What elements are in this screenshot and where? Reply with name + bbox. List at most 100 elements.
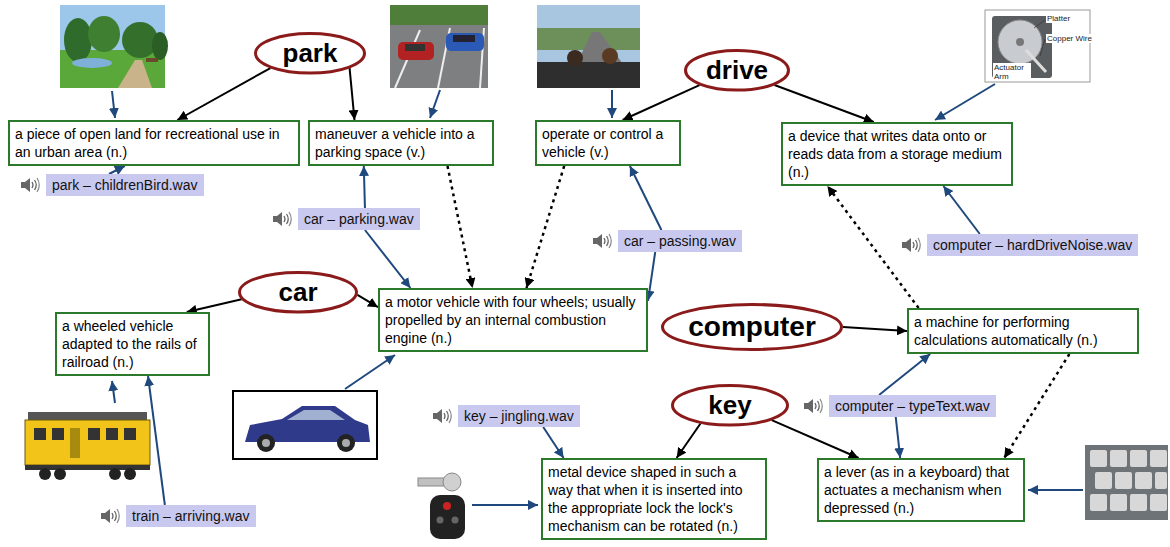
audio-arrow xyxy=(648,252,655,301)
audio-arrow xyxy=(879,354,930,395)
train-photo xyxy=(88,428,100,440)
photo-arrow xyxy=(472,504,538,506)
keyboard-photo xyxy=(1150,450,1167,467)
part-label: Copper Wire xyxy=(1046,34,1093,43)
speaker-icon xyxy=(21,178,39,192)
parking-photo xyxy=(453,35,475,42)
definition-box: a motor vehicle with four wheels; usuall… xyxy=(378,288,648,352)
word-ellipse: park xyxy=(254,32,366,75)
sense-arrow xyxy=(677,423,701,458)
train-photo xyxy=(34,428,46,440)
speaker-icon xyxy=(21,178,920,523)
audio-filename: car – parking.wav xyxy=(304,209,414,229)
definition-box: a machine for performing calculations au… xyxy=(907,308,1139,354)
driving-photo xyxy=(537,5,640,88)
audio-label: key – jingling.wav xyxy=(458,405,580,427)
train-photo xyxy=(106,428,118,440)
car-photo xyxy=(287,410,345,420)
audio-label: train – arriving.wav xyxy=(126,505,256,527)
definition-box: a wheeled vehicle adapted to the rails o… xyxy=(55,312,210,376)
word-ellipse: car xyxy=(238,271,358,314)
audio-arrow xyxy=(543,427,563,458)
definition-box: a lever (as in a keyboard) that actuates… xyxy=(817,458,1025,522)
keys-photo xyxy=(443,502,451,510)
parking-photo xyxy=(405,44,425,51)
train-photo xyxy=(70,428,80,458)
keys-photo xyxy=(437,517,444,524)
definition-box: maneuver a vehicle into a parking space … xyxy=(308,120,494,166)
parking-photo xyxy=(390,5,488,88)
photo-arrow xyxy=(430,90,440,118)
park-photo xyxy=(152,32,168,60)
keyboard-photo xyxy=(1150,494,1167,511)
audio-filename: computer – typeText.wav xyxy=(835,396,990,416)
audio-arrow xyxy=(365,230,410,288)
keyboard-photo xyxy=(1155,472,1167,489)
audio-arrow xyxy=(943,186,979,234)
keyboard-photo xyxy=(1090,494,1107,511)
relation-arrow xyxy=(827,186,918,308)
audio-label: park – childrenBird.wav xyxy=(46,174,204,196)
park-photo xyxy=(72,58,112,68)
sense-arrow xyxy=(177,68,270,120)
part-label: Platter xyxy=(1046,14,1071,23)
keyboard-photo xyxy=(1085,445,1168,520)
speaker-icon xyxy=(902,238,920,252)
keys-photo xyxy=(443,473,461,491)
word-ellipse: computer xyxy=(661,303,843,351)
keys-photo xyxy=(418,473,465,539)
word-text: computer xyxy=(688,312,816,343)
sense-arrow xyxy=(187,299,242,312)
word-text: car xyxy=(278,278,317,307)
definition-text: a motor vehicle with four wheels; usuall… xyxy=(385,293,641,347)
audio-filename: computer – hardDriveNoise.wav xyxy=(933,235,1132,255)
hard-drive-photo xyxy=(985,10,1090,82)
word-text: park xyxy=(283,39,338,68)
ellipse-outline xyxy=(256,33,365,73)
park-photo xyxy=(118,60,152,88)
train-photo xyxy=(25,412,150,480)
driving-photo xyxy=(537,5,640,88)
sense-arrow xyxy=(350,68,355,120)
definition-text: a machine for performing calculations au… xyxy=(914,313,1132,349)
speaker-icon xyxy=(101,509,119,523)
definition-text: maneuver a vehicle into a parking space … xyxy=(315,125,487,161)
photo-arrow xyxy=(1028,489,1083,491)
relation-arrow xyxy=(448,166,473,288)
sense-arrow xyxy=(774,85,873,122)
speaker-icon xyxy=(593,234,611,248)
train-photo xyxy=(52,428,64,440)
audio-filename: key – jingling.wav xyxy=(464,406,574,426)
ellipse-outline xyxy=(686,50,789,90)
train-photo xyxy=(39,468,51,480)
speaker-icon xyxy=(273,212,291,226)
park-photo xyxy=(88,16,120,52)
keyboard-photo xyxy=(1130,450,1147,467)
audio-arrow xyxy=(630,166,662,230)
car-photo xyxy=(233,391,377,459)
park-photo xyxy=(122,22,158,58)
park-photo xyxy=(64,18,92,62)
keyboard-photo xyxy=(1110,494,1127,511)
photo-arrow xyxy=(935,84,995,120)
train-photo xyxy=(124,428,136,440)
relation-arrow xyxy=(1004,354,1069,458)
definition-text: a wheeled vehicle adapted to the rails o… xyxy=(62,317,203,371)
sense-arrow xyxy=(357,295,378,307)
audio-label: car – parking.wav xyxy=(298,208,420,230)
keyboard-photo xyxy=(1115,472,1132,489)
audio-label: car – passing.wav xyxy=(618,230,742,252)
keyboard-photo xyxy=(1135,472,1152,489)
audio-label: computer – hardDriveNoise.wav xyxy=(927,234,1138,256)
driving-photo xyxy=(602,48,618,64)
keyboard-photo xyxy=(1090,450,1107,467)
keyboard-photo xyxy=(1130,494,1147,511)
speaker-icon xyxy=(433,409,451,423)
definition-box: a piece of open land for recreational us… xyxy=(8,120,300,166)
car-photo xyxy=(233,391,377,459)
definition-text: operate or control a vehicle (v.) xyxy=(542,125,674,161)
keys-photo xyxy=(452,517,459,524)
park-photo xyxy=(60,5,168,88)
definition-text: a piece of open land for recreational us… xyxy=(15,125,293,161)
